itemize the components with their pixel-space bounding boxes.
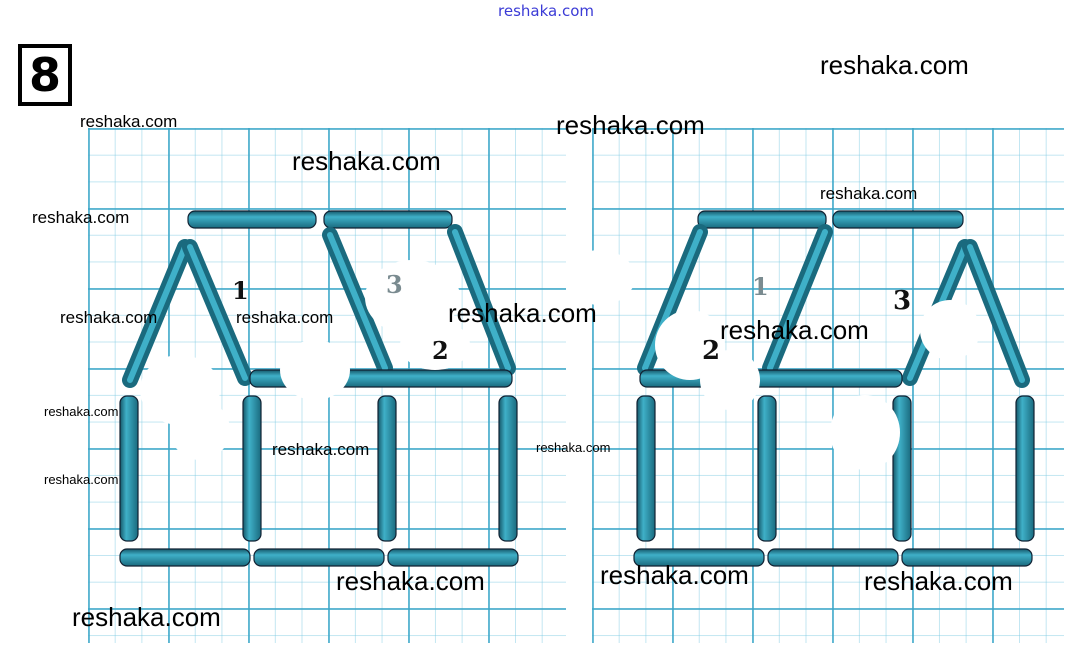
watermark: reshaka.com [536,440,611,455]
watermark: reshaka.com [44,472,119,487]
watermark: reshaka.com [556,110,705,140]
watermark: reshaka.com [80,112,178,131]
watermark: reshaka.com [72,602,221,632]
watermark: reshaka.com [336,566,485,596]
left-label-3: 3 [386,270,403,299]
watermark: reshaka.com [44,404,119,419]
watermark: reshaka.com [32,208,130,227]
left-label-1: 1 [232,276,249,305]
left-label-2: 2 [432,336,449,365]
right-label-3: 3 [893,286,912,316]
watermark: reshaka.com [864,566,1013,596]
watermark: reshaka.com [820,50,969,80]
watermark: reshaka.com [600,560,749,590]
watermark: reshaka.com [60,308,158,327]
right-figure [633,210,1035,567]
watermark: reshaka.com [448,298,597,328]
site-link[interactable]: reshaka.com [498,2,594,20]
task-number: 8 [18,44,72,106]
watermark: reshaka.com [720,315,869,345]
watermark: reshaka.com [236,308,334,327]
left-figure [119,210,519,567]
right-label-1: 1 [752,272,769,301]
right-label-2: 2 [702,336,721,366]
watermark: reshaka.com [272,440,370,459]
watermark: reshaka.com [820,184,918,203]
watermark: reshaka.com [292,146,441,176]
